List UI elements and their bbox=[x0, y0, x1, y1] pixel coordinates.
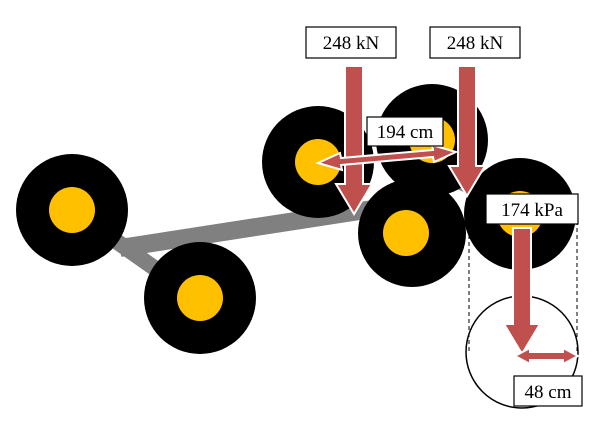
double-arrow-icon bbox=[315, 143, 459, 172]
diameter-double-arrow bbox=[512, 346, 581, 366]
label-box bbox=[485, 193, 579, 225]
pressure-label-text: 174 kPa bbox=[501, 200, 563, 221]
down-arrow-icon bbox=[447, 65, 487, 198]
label-box bbox=[305, 26, 397, 59]
pressure-arrow bbox=[502, 227, 542, 356]
label-box bbox=[366, 116, 444, 147]
hub bbox=[383, 210, 429, 256]
wheel-left-inner bbox=[144, 242, 256, 354]
load-arrow-right bbox=[447, 65, 487, 198]
label-box bbox=[513, 375, 583, 407]
spacing-label: 194 cm bbox=[366, 116, 444, 147]
main-strut bbox=[118, 195, 407, 257]
pressure-label: 174 kPa bbox=[485, 193, 579, 225]
double-arrow-icon bbox=[512, 346, 581, 366]
diameter-label-text: 48 cm bbox=[525, 382, 572, 403]
down-arrow-icon bbox=[502, 227, 542, 356]
spacing-double-arrow bbox=[315, 143, 459, 172]
hub bbox=[177, 275, 223, 321]
down-arrow-icon bbox=[334, 65, 374, 216]
spacing-label-text: 194 cm bbox=[377, 122, 434, 143]
hub bbox=[49, 187, 95, 233]
label-box bbox=[429, 26, 521, 59]
diameter-label: 48 cm bbox=[513, 375, 583, 407]
load-label-left-text: 248 kN bbox=[323, 33, 380, 54]
load-arrow-left bbox=[334, 65, 374, 216]
load-label-left: 248 kN bbox=[305, 26, 397, 59]
wheel-left-outer bbox=[16, 154, 128, 266]
wheel-right-front-left bbox=[358, 179, 466, 287]
load-label-right-text: 248 kN bbox=[447, 33, 504, 54]
load-label-right: 248 kN bbox=[429, 26, 521, 59]
